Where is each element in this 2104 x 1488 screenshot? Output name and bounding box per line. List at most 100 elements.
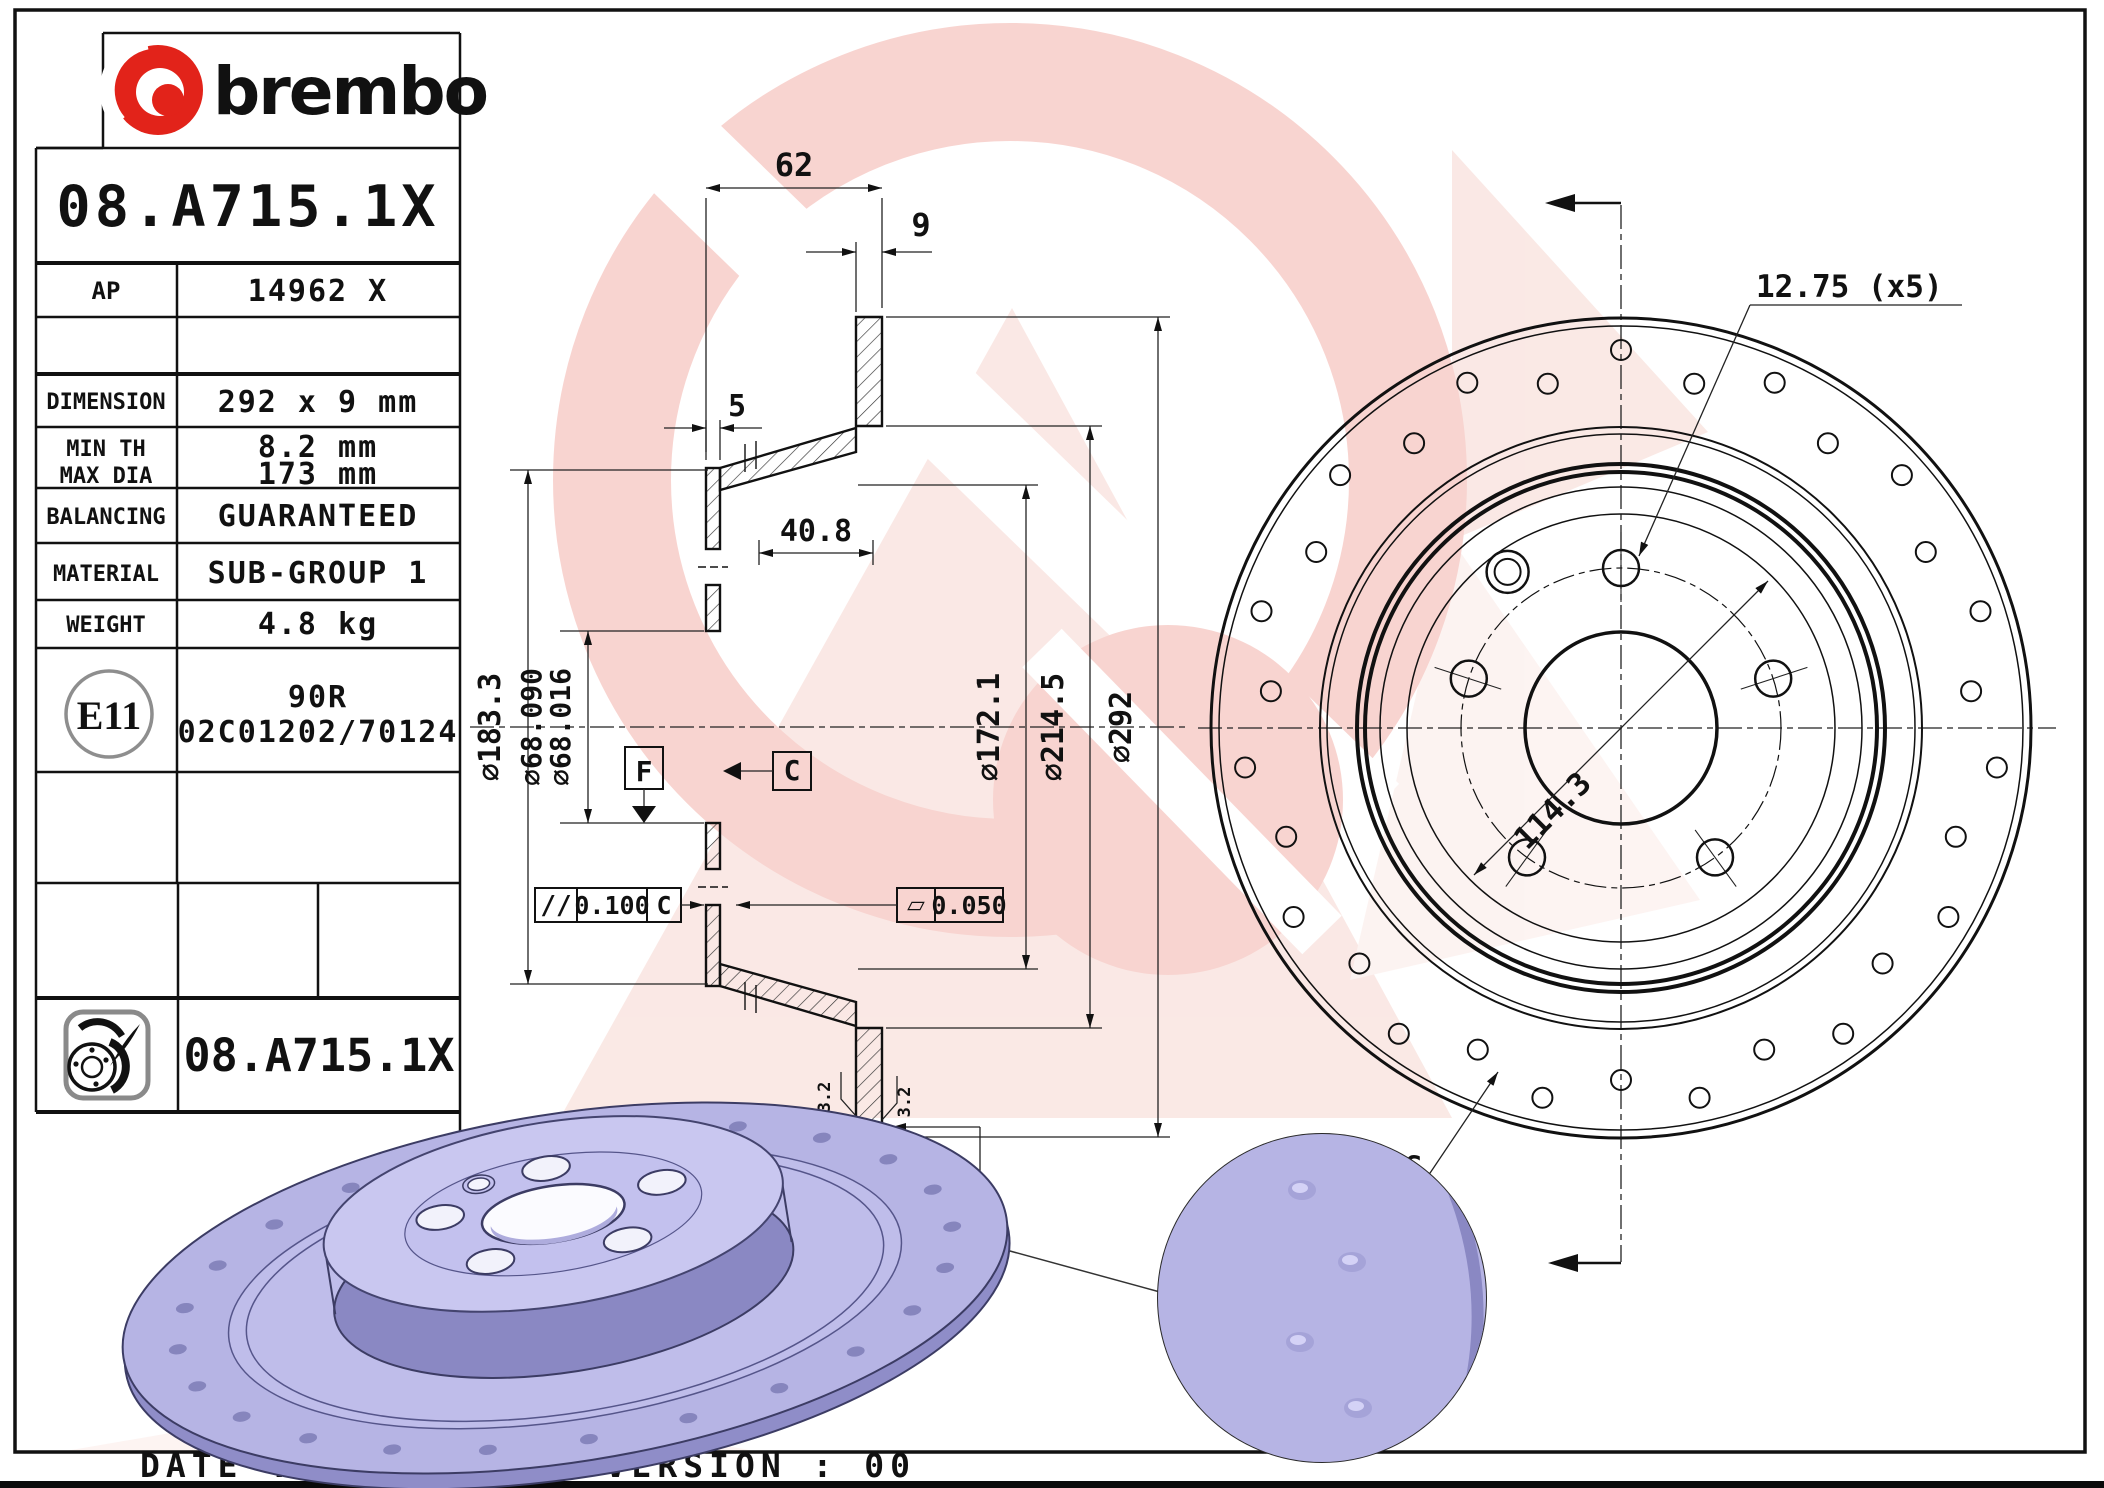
dim-dia-183-text: ⌀183.3 <box>473 673 508 781</box>
roughness-left-text: 3.2 <box>815 1082 835 1113</box>
dim-62-text: 62 <box>775 146 814 184</box>
datum-f-text: F <box>636 755 653 788</box>
dimension-label: DIMENSION <box>46 390 165 415</box>
min-th-label: MIN TH <box>66 437 145 462</box>
pin-hole-inner <box>1493 557 1522 586</box>
bottom-edge-strip <box>0 1481 2104 1488</box>
dim-40-8: 40.8 <box>758 514 874 565</box>
dim-5-text: 5 <box>728 389 746 424</box>
dim-dia-292-text: ⌀292 <box>1104 691 1139 763</box>
cave-hole <box>1969 600 1992 623</box>
cave-hole <box>1466 1038 1489 1061</box>
roughness-right-text: 3.2 <box>895 1087 915 1118</box>
parallelism-value: 0.100 <box>574 891 649 920</box>
cave-hole <box>1871 952 1894 975</box>
cave-hole <box>1282 906 1305 928</box>
cave-hole <box>1250 600 1273 623</box>
render-cave <box>341 1182 360 1193</box>
parallelism-datum: C <box>656 891 671 920</box>
dim-5: 5 <box>664 389 762 460</box>
cave-hole <box>1348 952 1371 975</box>
cave-hole <box>1914 541 1937 563</box>
disc-circles <box>1209 316 2033 1140</box>
render-cave <box>846 1346 865 1357</box>
dim-dia-183: ⌀183.3 <box>473 469 708 985</box>
brembo-watermark <box>60 23 1708 1452</box>
cave-hole <box>1234 756 1257 779</box>
dimension-value: 292 x 9 mm <box>218 385 419 420</box>
cave-hole <box>1944 825 1967 848</box>
e-mark-circle <box>64 669 154 759</box>
render-cave <box>923 1184 942 1195</box>
view-direction-arrows <box>1545 194 1621 1272</box>
dim-bolt-holes: 12.75 (x5) <box>1638 269 1962 557</box>
render-cave <box>879 1154 898 1165</box>
render-cave <box>770 1383 789 1394</box>
datum-c: C <box>723 751 812 791</box>
cave-hole <box>1937 906 1960 928</box>
render-cave <box>679 1412 698 1424</box>
render-cave <box>943 1221 962 1232</box>
render-cave <box>188 1381 207 1392</box>
cave-hole <box>1610 1069 1632 1091</box>
weight-value: 4.8 kg <box>258 607 378 642</box>
balancing-label: BALANCING <box>46 505 165 530</box>
cave-hole <box>1816 432 1839 455</box>
render-cave <box>580 1433 598 1445</box>
dim-dia-68-max-text: ⌀68.090 <box>515 668 548 786</box>
part-footer-row: 08.A715.1X <box>63 1009 455 1101</box>
cave-hole <box>1683 372 1706 395</box>
section-metal <box>704 315 884 1139</box>
render-bolt-hole <box>602 1226 653 1254</box>
homologation-row: E11 90R 02C01202/70124 <box>64 669 459 759</box>
footer-part-number: 08.A715.1X <box>184 1029 455 1082</box>
datum-f: F <box>624 746 664 823</box>
datum-c-text: C <box>784 754 801 787</box>
render-cave <box>478 1444 497 1455</box>
cave-hole <box>1259 680 1282 703</box>
brembo-wordmark: brembo <box>213 53 487 130</box>
dim-dia-214-text: ⌀214.5 <box>1036 673 1071 781</box>
cave-hole <box>1536 372 1559 395</box>
cave-hole <box>1456 371 1479 394</box>
cave-hole <box>1753 1038 1776 1061</box>
cave-hole <box>1275 825 1298 848</box>
cave-hole <box>1387 1022 1410 1045</box>
cave-hole <box>1763 371 1786 394</box>
brembo-logo-icon <box>99 34 203 135</box>
render-cave <box>208 1260 227 1271</box>
material-label: MATERIAL <box>53 562 159 587</box>
render-cave <box>936 1262 955 1274</box>
flatness-frame: ▱ 0.050 <box>736 887 1007 923</box>
render-bolt-hole <box>637 1168 687 1196</box>
ap-label: AP <box>92 277 121 305</box>
cave-hole <box>1960 680 1983 703</box>
homologation-line2: 02C01202/70124 <box>178 715 459 750</box>
render-cave <box>383 1444 402 1455</box>
disc-3d-render <box>121 1101 1487 1488</box>
cave-hole <box>1890 464 1913 487</box>
bolt-hole-axis-tick <box>1740 666 1808 690</box>
dim-dia-214: ⌀214.5 <box>886 425 1102 1029</box>
render-cave <box>812 1132 831 1143</box>
render-cave <box>299 1433 318 1444</box>
parallelism-frame: // 0.100 C <box>534 887 704 923</box>
cave-hole <box>1531 1086 1554 1109</box>
cave-hole <box>1403 432 1426 455</box>
part-number: 08.A715.1X <box>56 174 439 240</box>
dim-dia-172: ⌀172.1 <box>858 484 1038 970</box>
pin-hole-outer <box>1485 549 1530 595</box>
max-dia-value: 173 mm <box>258 457 378 492</box>
dim-dia-292: ⌀292 <box>886 316 1170 1138</box>
ap-value: 14962 X <box>248 274 388 309</box>
render-cave <box>903 1305 922 1316</box>
max-dia-label: MAX DIA <box>60 464 153 489</box>
balancing-value: GUARANTEED <box>218 499 419 534</box>
dim-9-text: 9 <box>911 206 930 244</box>
title-block: brembo 08.A715.1X AP 14962 X DIMENSION 2… <box>34 31 489 1452</box>
cave-hole <box>1610 339 1632 361</box>
render-cave <box>168 1344 187 1355</box>
weight-label: WEIGHT <box>66 613 145 638</box>
dim-40-8-text: 40.8 <box>780 514 852 549</box>
